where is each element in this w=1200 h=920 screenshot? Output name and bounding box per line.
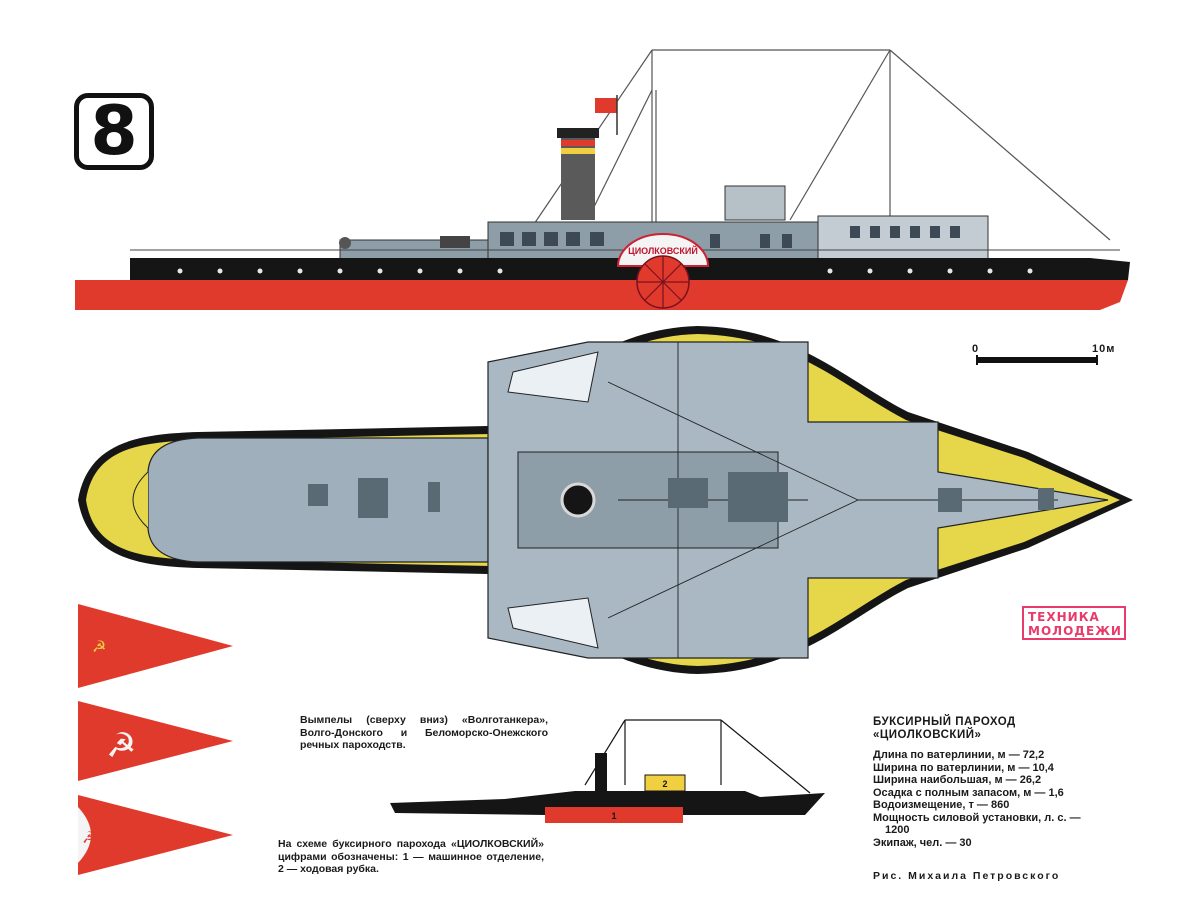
ship-silhouette-scheme: 2 1 (390, 719, 825, 823)
specifications-block: БУКСИРНЫЙ ПАРОХОД «ЦИОЛКОВСКИЙ» Длина по… (873, 716, 1133, 849)
pennant-volga-don: ☭ (78, 701, 233, 781)
scale-start-label: 0 (972, 343, 980, 355)
pennants-caption: Вымпелы (сверху вниз) «Волготанкера», Во… (300, 714, 548, 751)
spec-row: Осадка с полным запасом, м — 1,6 (873, 786, 1064, 799)
scheme-legend-caption: На схеме буксирного парохода «ЦИОЛКОВСКИ… (278, 838, 544, 875)
hull-waterline (75, 280, 1128, 310)
engine-room-1 (545, 807, 683, 823)
spec-row: 1200 (885, 824, 910, 836)
logo-line-1: Техника (1028, 610, 1100, 624)
ship-side-view: ЦИОЛКОВСКИЙ (75, 49, 1130, 310)
scale-bar: 0 10м (972, 343, 1122, 373)
label-2: 2 (662, 779, 667, 789)
spec-row: Ширина по ватерлинии, м — 10,4 (873, 761, 1054, 774)
lifeboat-bottom (507, 597, 599, 649)
paddle-box (616, 233, 710, 267)
plate-number-badge: 8 (74, 93, 154, 170)
spec-row: Длина по ватерлинии, м — 72,2 (873, 749, 1045, 761)
logo-line-2: Молодежи (1028, 624, 1122, 638)
spec-row: Ширина наибольшая, м — 26,2 (873, 774, 1042, 786)
illustration-credit: Рис. Михаила Петровского (873, 870, 1061, 882)
spec-row: Экипаж, чел. — 30 (873, 836, 972, 849)
spec-row: Мощность силовой установки, л. с. — (873, 811, 1081, 824)
pennant-volgotanker: ☭ (78, 604, 233, 688)
scale-end-label: 10м (1092, 343, 1116, 355)
ship-name-label: ЦИОЛКОВСКИЙ (628, 245, 698, 256)
ship-plan-view (78, 326, 1133, 674)
funnel-top (560, 482, 596, 518)
pennant-belomorsk-onega: ☭ (78, 795, 233, 875)
lifeboat-top (507, 351, 599, 403)
spec-title-line-2: «ЦИОЛКОВСКИЙ» (873, 728, 982, 741)
hammer-sickle-icon: ☭ (92, 639, 106, 656)
spec-row: Водоизмещение, т — 860 (873, 799, 1010, 811)
magazine-logo: Техника Молодежи (1022, 606, 1126, 640)
spec-title-line-1: БУКСИРНЫЙ ПАРОХОД (873, 716, 1016, 728)
flag-icon (595, 98, 617, 113)
hammer-sickle-icon: ☭ (82, 830, 96, 847)
label-1: 1 (611, 811, 616, 821)
plate-number: 8 (90, 91, 138, 171)
hammer-sickle-icon: ☭ (106, 727, 136, 765)
